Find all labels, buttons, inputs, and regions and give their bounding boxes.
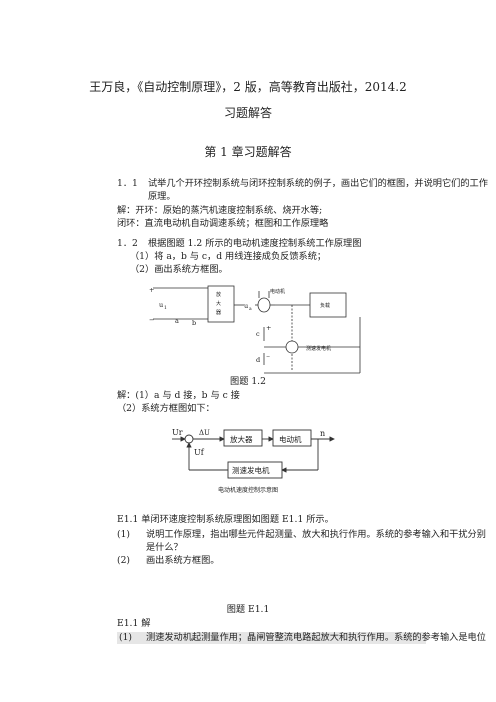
fig-ua-label: u [244,302,248,310]
fig-terminal-a: a [175,317,179,325]
q11-text-cont: 原理。 [148,191,176,202]
block-diagram: Ur ΔU Uf 放大器 电动机 n 测速发电机 [172,428,335,479]
fig-motor-label: 电动机 [270,288,285,295]
fig-minus-left: − [149,316,154,324]
block-tacho: 测速发电机 [232,465,270,475]
q12-item-2: （2）画出系统方框图。 [130,264,228,275]
fig-ua-subscript: a [249,307,252,312]
block-output-n: n [320,429,325,438]
q12-answer-1: 解：(1）a 与 d 接，b 与 c 接 [117,390,240,401]
figure-e11-caption: 图题 E1.1 [226,604,270,615]
figure-1-2-schematic: + u 1 − a b 放 大 器 u a 电动机 负载 c + d − 测速发… [149,285,361,374]
chapter-title: 第 1 章习题解答 [204,145,292,159]
q11-number: 1．1 [117,178,138,189]
fig-u1-subscript: 1 [164,305,167,311]
fig-terminal-b: b [192,319,196,327]
fig-terminal-c: c [256,330,260,338]
book-reference: 王万良，《自动控制原理》，2 版，高等教育出版社，2014.2 [89,80,407,94]
e11-item-2-text: 画出系统方框图。 [146,555,220,566]
fig-load-label: 负载 [320,302,330,309]
fig-amp-char-2: 大 [216,300,221,307]
q11-answer-open: 解：开环：原始的蒸汽机速度控制系统、烧开水等; [117,205,323,216]
block-diagram-caption: 电动机速度控制示意图 [217,487,278,494]
fig-plus-top: + [149,286,154,294]
e11-item-1-text: 说明工作原理，指出哪些元件起测量、放大和执行作用。系统的参考输入和干扰分别 [146,529,486,540]
q11-answer-closed: 闭环：直流电动机自动调速系统；框图和工作原理略 [117,218,329,229]
block-delta-u-label: ΔU [199,429,210,437]
block-motor: 电动机 [279,434,302,444]
q12-answer-2: （2）系统方框图如下： [117,403,215,414]
subtitle: 习题解答 [223,106,272,120]
e11-item-1-text-cont: 是什么？ [146,542,183,553]
block-uf-label: Uf [194,448,205,457]
figure-1-2-caption: 图题 1.2 [230,376,266,387]
q12-item-1: （1）将 a，b 与 c，d 用线连接成负反馈系统； [130,251,327,262]
e11-item-1-number: (1) [117,529,131,540]
e11-solution-1-number: (1) [119,632,133,643]
fig-c-plus: + [266,324,271,332]
block-ur-label: Ur [172,428,183,437]
fig-tacho-label: 测速发电机 [306,345,331,352]
e11-solution-line-1: (1) 测速发动机起测量作用；晶闸管整流电路起放大和执行作用。系统的参考输入是电… [117,632,486,644]
e11-solution-title: E1.1 解 [117,618,151,629]
fig-terminal-d: d [256,356,260,364]
fig-u1-label: u [159,301,163,309]
e11-title: E1.1 单闭环速度控制系统原理图如图题 E1.1 所示。 [117,514,334,525]
q12-text: 根据图题 1.2 所示的电动机速度控制系统工作原理图 [148,238,362,249]
fig-amp-char-3: 器 [216,310,221,316]
fig-amp-char-1: 放 [216,291,221,298]
q11-text: 试举几个开环控制系统与闭环控制系统的例子，画出它们的框图，并说明它们的工作 [148,178,488,189]
block-amplifier: 放大器 [230,434,253,444]
q12-number: 1．2 [117,238,138,249]
fig-d-minus: − [266,354,270,360]
e11-item-2-number: (2) [117,555,131,566]
e11-solution-1-text: 测速发动机起测量作用；晶闸管整流电路起放大和执行作用。系统的参考输入是电位 [146,632,486,643]
